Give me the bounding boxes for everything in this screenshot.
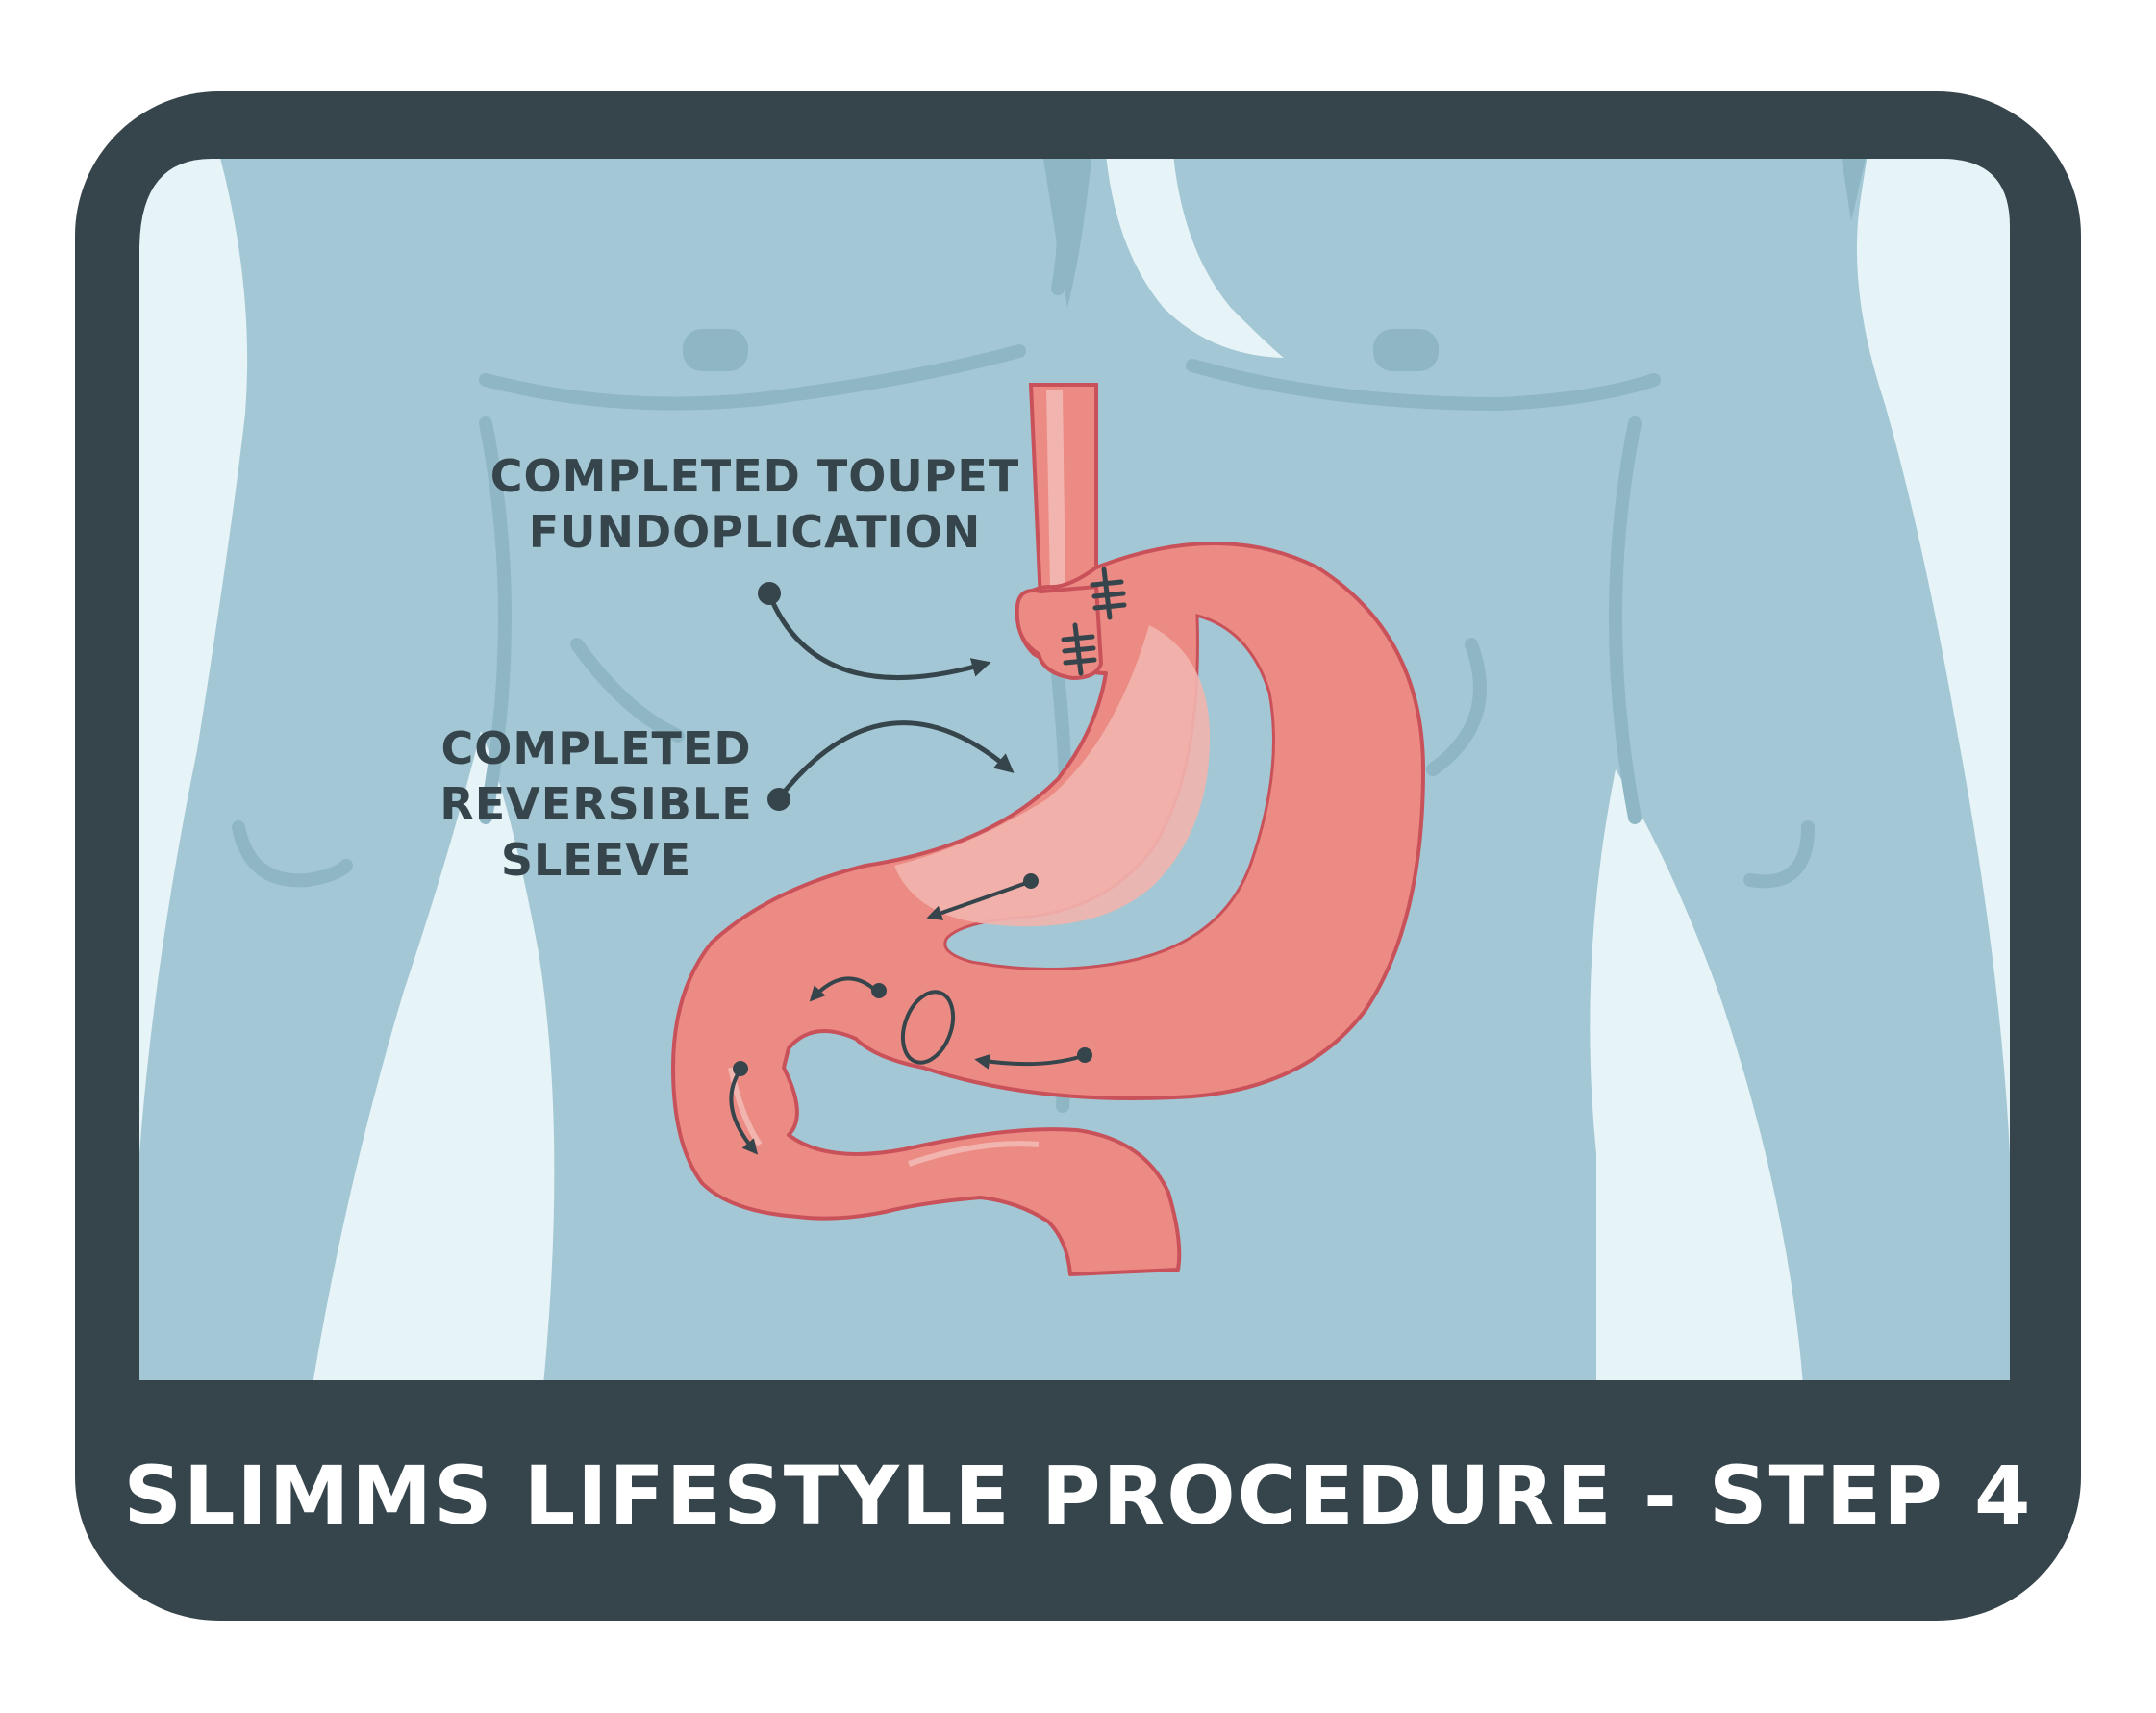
- right-nipple: [1373, 329, 1439, 371]
- sleeve-band: [894, 625, 1211, 927]
- sleeve-callout-arrow: [777, 720, 1015, 800]
- procedure-title: SLIMMS LIFESTYLE PROCEDURE - STEP 4: [123, 1448, 2033, 1543]
- sleeve-label-line-1: COMPLETED: [440, 722, 752, 774]
- flow-arrows: [729, 880, 1084, 1155]
- pylorus-ring: [900, 990, 956, 1065]
- callout-arrows: [766, 593, 1015, 800]
- esophagus-highlight: [1046, 390, 1065, 589]
- sutures: [1061, 567, 1127, 676]
- right-shoulder-shade: [1842, 159, 1866, 221]
- toupet-callout-dot: [758, 582, 781, 605]
- stomach-illustration: [671, 383, 1425, 1276]
- toupet-label-line-2: FUNDOPLICATION: [528, 506, 982, 558]
- flow-arrow-dots: [733, 873, 1092, 1076]
- sleeve-callout-dot: [767, 788, 790, 811]
- reversible-sleeve-label: COMPLETED REVERSIBLE SLEEVE: [414, 720, 779, 888]
- fold-highlight: [908, 1141, 1040, 1167]
- left-nipple: [683, 329, 748, 371]
- sleeve-label-line-2: REVERSIBLE: [439, 778, 753, 830]
- sleeve-label-line-3: SLEEVE: [500, 834, 692, 886]
- sternum-shade: [1043, 159, 1091, 308]
- toupet-fundoplication-label: COMPLETED TOUPET FUNDOPLICATION: [481, 448, 1029, 560]
- toupet-label-line-1: COMPLETED TOUPET: [489, 450, 1020, 502]
- neck-highlight: [1106, 159, 1284, 358]
- toupet-callout-arrow: [766, 593, 991, 681]
